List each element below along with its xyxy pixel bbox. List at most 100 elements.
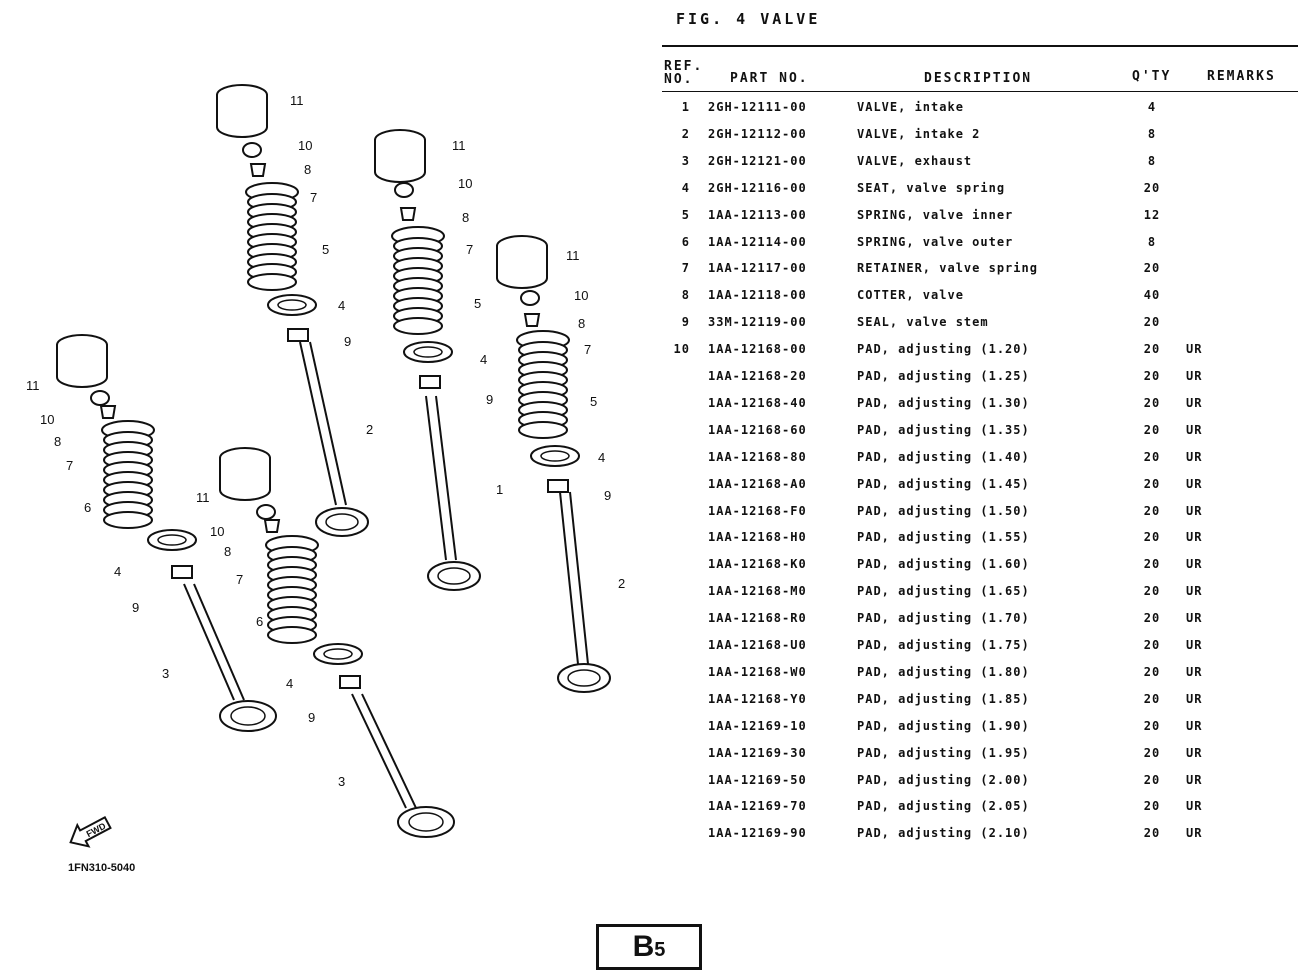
cell-quantity: 20 [1143,261,1161,276]
forward-arrow-icon: FWD [69,815,112,848]
valve-assembly-c [496,235,611,693]
cell-remarks: UR [1186,584,1203,599]
cell-remarks: UR [1186,530,1203,545]
cell-part-no: 1AA-12117-00 [708,261,807,276]
svg-text:9: 9 [486,392,493,407]
svg-text:5: 5 [474,296,481,311]
cell-ref-no: 8 [681,288,690,303]
cell-quantity: 20 [1143,476,1161,491]
cell-description: PAD, adjusting (1.90) [857,718,1030,733]
cell-quantity: 20 [1143,745,1161,760]
cell-quantity: 8 [1147,153,1157,168]
svg-text:4: 4 [286,676,293,691]
cell-description: PAD, adjusting (1.55) [857,530,1030,545]
cell-description: VALVE, intake 2 [857,126,981,141]
header-ref-line2: NO. [664,72,694,87]
cell-part-no: 1AA-12168-U0 [708,638,807,652]
cell-description: PAD, adjusting (1.70) [857,611,1030,626]
svg-text:8: 8 [462,210,469,225]
cell-quantity: 20 [1143,422,1161,437]
cell-description: COTTER, valve [857,288,964,303]
cell-remarks: UR [1186,476,1203,491]
cell-part-no: 1AA-12168-40 [708,395,807,410]
table-row: 7 1AA-12117-00 RETAINER, valve spring 20 [662,261,1298,281]
cell-description: VALVE, intake [857,100,964,114]
cell-remarks: UR [1186,369,1203,383]
cell-remarks: UR [1186,557,1203,572]
cell-remarks: UR [1186,503,1203,518]
cell-part-no: 2GH-12111-00 [708,100,807,114]
callouts-assembly-c: 11 10 8 7 5 4 9 2 [566,248,625,591]
cell-quantity: 20 [1143,395,1161,410]
cell-description: SPRING, valve outer [857,234,1014,249]
svg-text:5: 5 [590,394,597,409]
cell-part-no: 1AA-12168-80 [708,449,807,464]
svg-text:6: 6 [256,614,263,629]
cell-quantity: 20 [1143,691,1161,706]
cell-description: PAD, adjusting (2.05) [857,799,1030,814]
cell-part-no: 1AA-12168-20 [708,369,807,383]
cell-part-no: 1AA-12168-A0 [708,476,807,491]
cell-quantity: 20 [1143,772,1161,787]
cell-part-no: 1AA-12168-F0 [708,503,807,518]
cell-ref-no: 5 [681,207,690,222]
cell-description: SEAL, valve stem [857,315,989,330]
cell-description: RETAINER, valve spring [857,261,1038,276]
cell-part-no: 1AA-12169-30 [708,745,807,760]
cell-quantity: 20 [1143,638,1161,652]
cell-description: VALVE, exhaust [857,153,973,168]
svg-text:2: 2 [618,576,625,591]
valve-assembly-b [374,129,481,591]
svg-text:10: 10 [40,412,54,427]
svg-text:11: 11 [290,93,304,108]
cell-description: PAD, adjusting (2.00) [857,772,1030,787]
svg-text:9: 9 [132,600,139,615]
table-row: 1AA-12168-A0 PAD, adjusting (1.45) 20 UR [662,477,1298,497]
cell-ref-no: 7 [681,261,690,276]
cell-part-no: 1AA-12118-00 [708,288,807,303]
cell-description: PAD, adjusting (1.45) [857,476,1030,491]
cell-quantity: 20 [1143,611,1161,626]
cell-description: PAD, adjusting (1.35) [857,422,1030,437]
cell-quantity: 20 [1143,584,1161,599]
cell-remarks: UR [1186,691,1203,706]
cell-part-no: 1AA-12114-00 [708,234,807,249]
cell-part-no: 1AA-12168-00 [708,342,807,357]
cell-description: PAD, adjusting (1.40) [857,449,1030,464]
cell-part-no: 1AA-12113-00 [708,207,807,222]
cell-quantity: 40 [1143,288,1161,303]
cell-description: PAD, adjusting (1.25) [857,369,1030,383]
cell-quantity: 20 [1143,664,1161,679]
cell-remarks: UR [1186,826,1203,841]
svg-text:11: 11 [566,248,580,263]
valve-assembly-a [216,84,369,537]
svg-text:8: 8 [304,162,311,177]
cell-part-no: 2GH-12116-00 [708,180,807,195]
cell-description: PAD, adjusting (1.60) [857,557,1030,572]
svg-text:10: 10 [574,288,588,303]
svg-text:4: 4 [480,352,487,367]
cell-description: PAD, adjusting (1.95) [857,745,1030,760]
valve-assembly-e [219,447,455,838]
cell-description: SEAT, valve spring [857,180,1006,195]
svg-text:8: 8 [578,316,585,331]
svg-text:10: 10 [298,138,312,153]
callouts-assembly-e: 11 10 8 7 6 4 9 3 [196,490,345,789]
